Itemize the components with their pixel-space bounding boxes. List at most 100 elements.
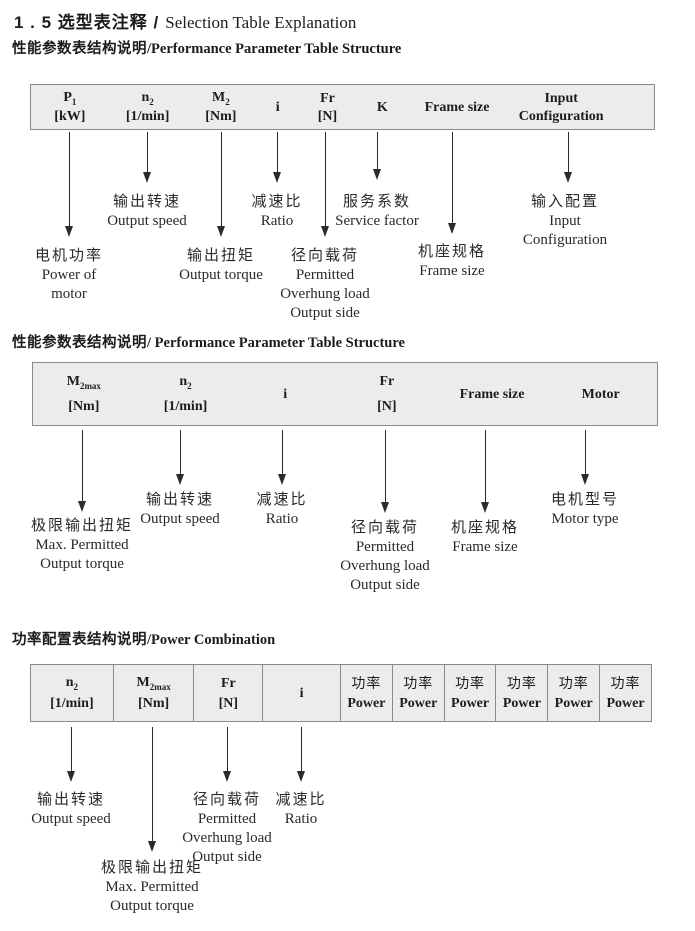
callout-line: Output speed: [140, 511, 220, 527]
callout-line: Input: [549, 213, 581, 229]
callout-output-speed: 输出转速 Output speed: [140, 490, 220, 529]
column-unit: [1/min]: [50, 695, 94, 711]
section-1-heading-zh: 性能参数表结构说明: [12, 41, 147, 57]
column-symbol: 功率: [506, 674, 537, 691]
table-column-n2: n2 [1/min]: [109, 85, 187, 129]
page-title-en: Selection Table Explanation: [165, 13, 357, 32]
column-symbol: i: [283, 386, 288, 402]
callout-line: 电机型号: [550, 491, 620, 508]
column-unit: [Nm]: [205, 108, 237, 124]
callout-line: 输出转速: [145, 491, 215, 508]
callout-line: 电机功率: [34, 247, 104, 264]
table-column-p1: P1 [kW]: [31, 85, 109, 129]
arrow-shaft: [146, 132, 148, 172]
table-column-fr: Fr [N]: [193, 665, 262, 721]
callout-line: 机座规格: [450, 519, 520, 536]
column-symbol: Frame size: [424, 99, 490, 115]
arrow-shaft: [220, 132, 222, 226]
table-column-power: 功率 Power: [391, 665, 444, 721]
callout-overhung-load: 径向载荷 Permitted Overhung load Output side: [182, 790, 272, 867]
callout-line: Permitted: [295, 267, 355, 283]
column-symbol: Fr: [220, 675, 236, 691]
column-symbol: P: [63, 90, 72, 106]
column-unit: Power: [451, 695, 490, 711]
callout-line: Motor type: [551, 511, 619, 527]
arrow-head-icon: [481, 502, 489, 513]
column-subscript: 2max: [149, 681, 171, 692]
table-column-frame-size: Frame size: [440, 363, 545, 425]
callout-line: Service factor: [335, 213, 419, 229]
arrow-head-icon: [373, 169, 381, 180]
arrow-shaft: [384, 430, 386, 502]
column-symbol: M: [66, 373, 80, 389]
callout-line: 减速比: [256, 491, 308, 508]
callout-line: Output speed: [31, 811, 111, 827]
table-column-power: 功率 Power: [340, 665, 392, 721]
callout-ratio: 减速比 Ratio: [256, 490, 307, 529]
section-3-heading-zh: 功率配置表结构说明: [12, 632, 147, 648]
column-subscript: 2: [187, 380, 192, 391]
callout-line: Ratio: [260, 213, 294, 229]
callout-line: Frame size: [419, 263, 485, 279]
callout-line: Output speed: [107, 213, 187, 229]
arrow-shaft: [81, 430, 83, 501]
table-column-n2: n2 [1/min]: [31, 665, 113, 721]
arrow-head-icon: [273, 172, 281, 183]
callout-line: Overhung load: [340, 558, 430, 574]
down-arrow: [216, 132, 227, 237]
callout-frame-size: 机座规格 Frame size: [418, 242, 486, 281]
callout-ratio: 减速比 Ratio: [251, 192, 302, 231]
column-unit: [N]: [218, 695, 239, 711]
column-subscript: 2max: [79, 380, 101, 391]
column-symbol: Fr: [379, 374, 395, 389]
callout-line: 极限输出扭矩: [30, 517, 134, 534]
arrow-shaft: [226, 727, 228, 771]
column-symbol: M: [136, 675, 150, 691]
callout-line: Max. Permitted: [105, 879, 199, 895]
down-arrow: [320, 132, 331, 237]
arrow-head-icon: [448, 223, 456, 234]
down-arrow: [147, 727, 158, 852]
section-3-heading: 功率配置表结构说明/Power Combination: [12, 628, 275, 649]
table-column-power: 功率 Power: [495, 665, 547, 721]
down-arrow: [175, 430, 186, 485]
callout-line: 服务系数: [342, 193, 412, 210]
column-symbol: 功率: [455, 674, 486, 691]
table-column-n2: n2 [1/min]: [135, 363, 237, 425]
column-subscript: 2: [73, 681, 79, 692]
arrow-head-icon: [65, 226, 73, 237]
arrow-shaft: [584, 430, 586, 474]
page-title-zh: 1 . 5 选型表注释 /: [14, 13, 160, 32]
callout-service-factor: 服务系数 Service factor: [335, 192, 419, 231]
arrow-head-icon: [148, 841, 156, 852]
callout-frame-size: 机座规格 Frame size: [451, 518, 519, 557]
arrow-shaft: [567, 132, 569, 172]
arrow-head-icon: [143, 172, 151, 183]
column-unit: [kW]: [54, 108, 86, 124]
column-subscript: 2: [149, 96, 154, 107]
column-symbol: 功率: [403, 674, 434, 691]
table-column-m2max: M2max [Nm]: [33, 363, 135, 425]
column-symbol: 功率: [558, 674, 589, 691]
callout-line: 输出转速: [36, 791, 106, 808]
column-unit: [1/min]: [163, 399, 208, 415]
callout-line: Output side: [192, 849, 262, 865]
down-arrow: [380, 430, 391, 513]
callout-line: 径向载荷: [192, 791, 261, 808]
section-3-heading-en: /Power Combination: [147, 632, 276, 648]
arrow-head-icon: [67, 771, 75, 782]
column-unit: Power: [347, 695, 386, 711]
column-subscript: 2: [225, 96, 230, 107]
column-symbol: i: [299, 685, 304, 701]
down-arrow: [66, 727, 77, 782]
callout-ratio: 减速比 Ratio: [275, 790, 326, 829]
callout-line: Frame size: [452, 539, 518, 555]
down-arrow: [64, 132, 75, 237]
callout-line: Configuration: [522, 232, 608, 248]
callout-line: Output torque: [179, 267, 263, 283]
table-column-i: i: [255, 85, 300, 129]
callout-line: motor: [51, 286, 87, 302]
callout-overhung-load: 径向载荷 Permitted Overhung load Output side: [280, 246, 370, 323]
arrow-head-icon: [223, 771, 231, 782]
